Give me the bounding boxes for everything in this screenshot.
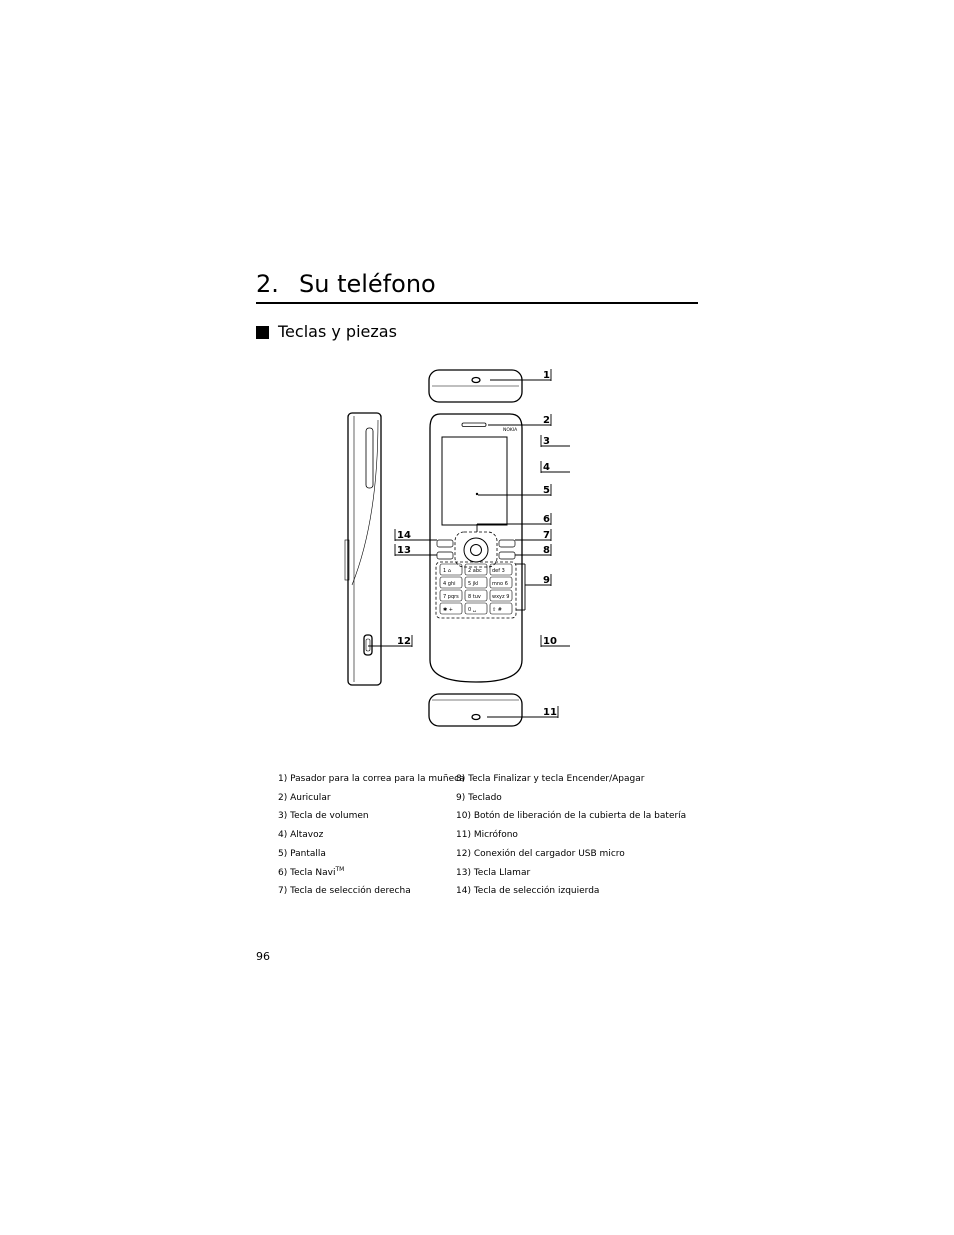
phone-front-view: NOKIA (429, 413, 523, 683)
key-star: ✱ + (443, 607, 453, 613)
legend-item: 12) Conexión del cargador USB micro (456, 848, 625, 859)
brand-logo: NOKIA (503, 427, 518, 433)
chapter-heading: 2. Su teléfono (256, 268, 698, 304)
legend-item: 14) Tecla de selección izquierda (456, 886, 600, 897)
keypad-row-3: 7 pqrs 8 tuv wxyz 9 (439, 589, 513, 602)
keypad-row-4: ✱ + 0 ␣ ⇧ # (439, 602, 513, 615)
callout-13: 13 (397, 545, 411, 556)
legend-item: 4) Altavoz (278, 830, 324, 841)
callout-2: 2 (543, 415, 550, 426)
phone-diagram: NOKIA 1 ⌂ 2 abc def 3 (340, 362, 609, 732)
callout-11: 11 (543, 707, 557, 718)
callout-8: 8 (543, 545, 550, 556)
callout-12: 12 (397, 636, 411, 647)
key-8: 8 tuv (468, 594, 481, 600)
callout-14: 14 (397, 530, 411, 541)
callout-6: 6 (543, 514, 550, 525)
keypad-row-1: 1 ⌂ 2 abc def 3 (439, 563, 513, 576)
legend-item: 10) Botón de liberación de la cubierta d… (456, 811, 687, 822)
callout-9: 9 (543, 575, 550, 586)
trademark-mark: TM (335, 865, 345, 873)
key-6: mno 6 (492, 581, 508, 587)
key-2: 2 abc (468, 568, 482, 574)
legend-item: 8) Tecla Finalizar y tecla Encender/Apag… (456, 774, 645, 784)
square-bullet-icon (256, 326, 269, 339)
page-number: 96 (256, 950, 270, 963)
legend-item: 13) Tecla Llamar (456, 867, 531, 878)
legend-item: 5) Pantalla (278, 848, 326, 859)
phone-bottom-view (428, 693, 523, 727)
legend-item-text: 6) Tecla Navi (278, 867, 336, 878)
legend-item: 3) Tecla de volumen (278, 811, 369, 822)
key-hash: ⇧ # (492, 607, 502, 613)
legend-right-column: 8) Tecla Finalizar y tecla Encender/Apag… (456, 770, 686, 901)
legend-item: 9) Teclado (456, 792, 502, 803)
legend-item: 2) Auricular (278, 792, 331, 803)
callout-3: 3 (543, 436, 550, 447)
callout-5: 5 (543, 485, 550, 496)
keypad-row-2: 4 ghi 5 jkl mno 6 (439, 576, 513, 589)
key-1: 1 ⌂ (443, 568, 451, 574)
callout-4: 4 (543, 462, 550, 473)
legend-left-column: 1) Pasador para la correa para la muñeca… (278, 770, 465, 901)
legend-item: 1) Pasador para la correa para la muñeca (278, 774, 465, 784)
key-9: wxyz 9 (492, 594, 509, 600)
phone-left-side-view (344, 412, 382, 686)
chapter-title: Su teléfono (299, 270, 436, 298)
key-4: 4 ghi (443, 581, 456, 587)
callout-7: 7 (543, 530, 550, 541)
keypad: 1 ⌂ 2 abc def 3 4 ghi 5 jkl mno 6 7 pqrs… (439, 563, 513, 615)
callout-10: 10 (543, 636, 557, 647)
legend-item-navi: 6) Tecla NaviTM (278, 864, 465, 883)
key-5: 5 jkl (468, 581, 478, 587)
key-0: 0 ␣ (468, 607, 476, 613)
phone-top-view (428, 369, 523, 403)
key-3: def 3 (492, 568, 505, 574)
callout-1: 1 (543, 370, 550, 381)
callout-leaders (368, 369, 587, 718)
chapter-number: 2. (256, 270, 279, 298)
key-7: 7 pqrs (443, 594, 459, 600)
legend-item: 7) Tecla de selección derecha (278, 886, 411, 897)
section-title: Teclas y piezas (278, 322, 397, 341)
legend-item: 11) Micrófono (456, 830, 518, 841)
